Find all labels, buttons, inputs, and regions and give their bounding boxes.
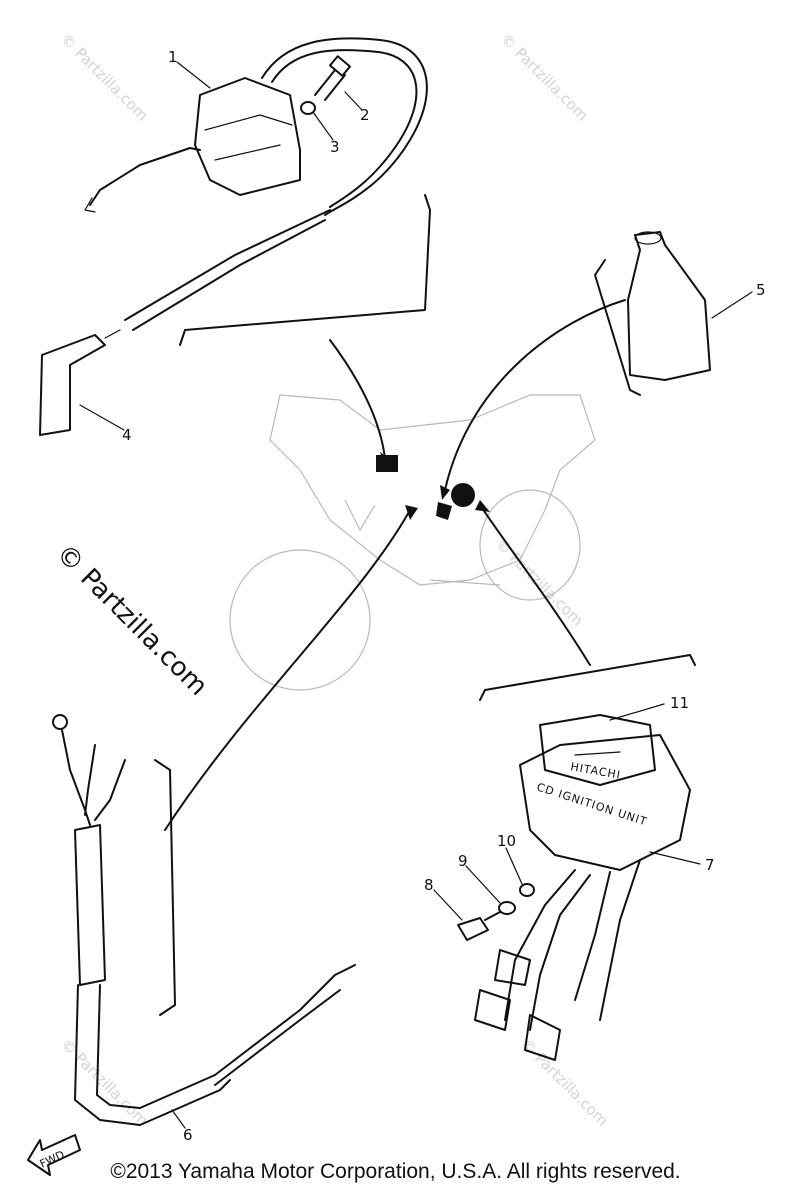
watermark-center: © Partzilla.com — [492, 535, 587, 630]
bracket-unit-group — [479, 654, 696, 701]
callout-7: 7 — [705, 856, 715, 874]
ignition-coil — [84, 37, 428, 216]
arrow-head-boot — [440, 485, 450, 500]
callout-4: 4 — [122, 426, 132, 444]
watermark-main: © Partzilla.com — [50, 539, 213, 702]
copyright-notice: ©2013 Yamaha Motor Corporation, U.S.A. A… — [110, 1160, 681, 1183]
callout-2: 2 — [360, 106, 370, 124]
unit-fasteners — [457, 883, 535, 941]
watermark-top-left: © Partzilla.com — [57, 30, 152, 125]
arrow-head-harness — [405, 505, 418, 520]
arrow-head-unit — [475, 500, 490, 512]
callout-10: 10 — [497, 832, 516, 850]
bracket-coil-group — [179, 194, 431, 346]
callout-3: 3 — [330, 138, 340, 156]
callout-1: 1 — [168, 48, 178, 66]
callout-11: 11 — [670, 694, 689, 712]
bracket-harness-group — [154, 759, 176, 1016]
unit-location-marker — [451, 483, 475, 507]
callout-9: 9 — [458, 852, 468, 870]
ht-lead-and-plug-cap — [39, 209, 331, 436]
routing-arrows — [164, 299, 626, 831]
rubber-boot — [627, 231, 711, 381]
bracket-boot-group — [594, 259, 641, 396]
callout-numbers: 1 2 3 4 5 6 7 8 9 10 11 — [122, 48, 766, 1144]
cd-ignition-unit: CD IGNITION UNIT HITACHI — [474, 714, 691, 1061]
motorcycle-silhouette — [229, 394, 596, 691]
boot-location-marker — [436, 502, 452, 520]
callout-6: 6 — [183, 1126, 193, 1144]
watermark-bottom-left: © Partzilla.com — [57, 1035, 152, 1130]
wire-harness — [52, 714, 356, 1126]
bolt-and-washer — [300, 55, 351, 115]
leader-lines — [79, 61, 753, 1129]
unit-label: CD IGNITION UNIT — [535, 780, 649, 828]
coil-location-marker — [376, 455, 398, 472]
callout-5: 5 — [756, 281, 766, 299]
watermark-top-right: © Partzilla.com — [497, 30, 592, 125]
callout-8: 8 — [424, 876, 434, 894]
watermark-bottom-right: © Partzilla.com — [517, 1035, 612, 1130]
